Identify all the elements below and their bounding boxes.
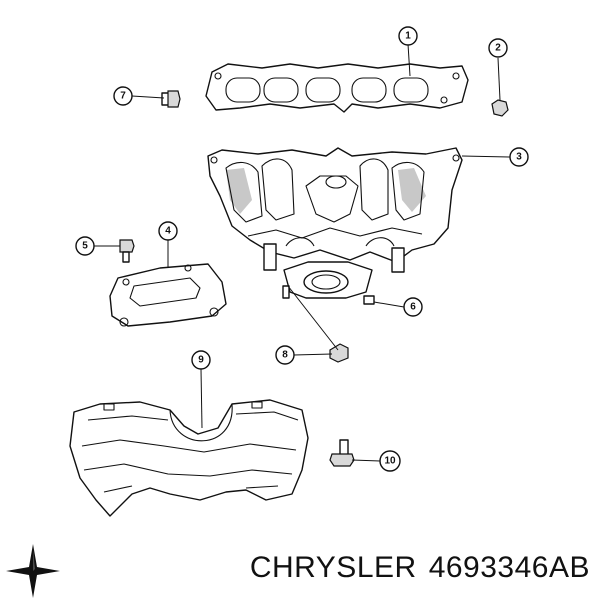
callout-8-label: 8 [282, 350, 288, 361]
part-8-nut [329, 343, 349, 363]
part-number: 4693346AB [428, 551, 590, 584]
leader-line-9 [200, 368, 203, 429]
callout-4: 4 [158, 221, 178, 241]
leader-line-3 [461, 155, 511, 158]
callout-5-label: 5 [82, 241, 88, 252]
callout-9: 9 [191, 350, 211, 370]
callout-6-label: 6 [410, 302, 416, 313]
part-4-bracket [109, 263, 227, 327]
callout-9-label: 9 [198, 355, 204, 366]
part-number-label: CHRYSLER 4693346AB [250, 551, 590, 585]
callout-7: 7 [113, 86, 133, 106]
brand-name: CHRYSLER [249, 551, 417, 584]
callout-10: 10 [379, 450, 401, 472]
part-1-gasket [205, 63, 469, 113]
part-10-bolt [329, 439, 355, 467]
leader-line-7 [131, 95, 165, 99]
part-2-nut [491, 99, 509, 117]
chrysler-pentastar-icon [6, 544, 60, 598]
callout-1: 1 [398, 26, 418, 46]
leader-line-8 [293, 353, 333, 356]
part-9-heat-shield [69, 399, 309, 517]
callout-4-label: 4 [165, 226, 171, 237]
leader-line-6 [373, 301, 405, 308]
part-6-stud [282, 285, 375, 305]
part-3-exhaust-manifold [207, 147, 463, 299]
callout-3-label: 3 [516, 152, 522, 163]
callout-2-label: 2 [495, 43, 501, 54]
leader-line-2 [497, 57, 501, 101]
callout-10-label: 10 [384, 456, 396, 467]
callout-6: 6 [403, 297, 423, 317]
callout-2: 2 [488, 38, 508, 58]
part-7-bolt [161, 90, 181, 108]
callout-3: 3 [509, 147, 529, 167]
callout-8: 8 [275, 345, 295, 365]
callout-7-label: 7 [120, 91, 126, 102]
part-5-bolt [119, 239, 135, 263]
leader-line-1 [407, 43, 411, 77]
callout-1-label: 1 [405, 31, 411, 42]
callout-5: 5 [75, 236, 95, 256]
leader-line-10 [351, 459, 381, 462]
leader-line-8b [287, 285, 339, 351]
